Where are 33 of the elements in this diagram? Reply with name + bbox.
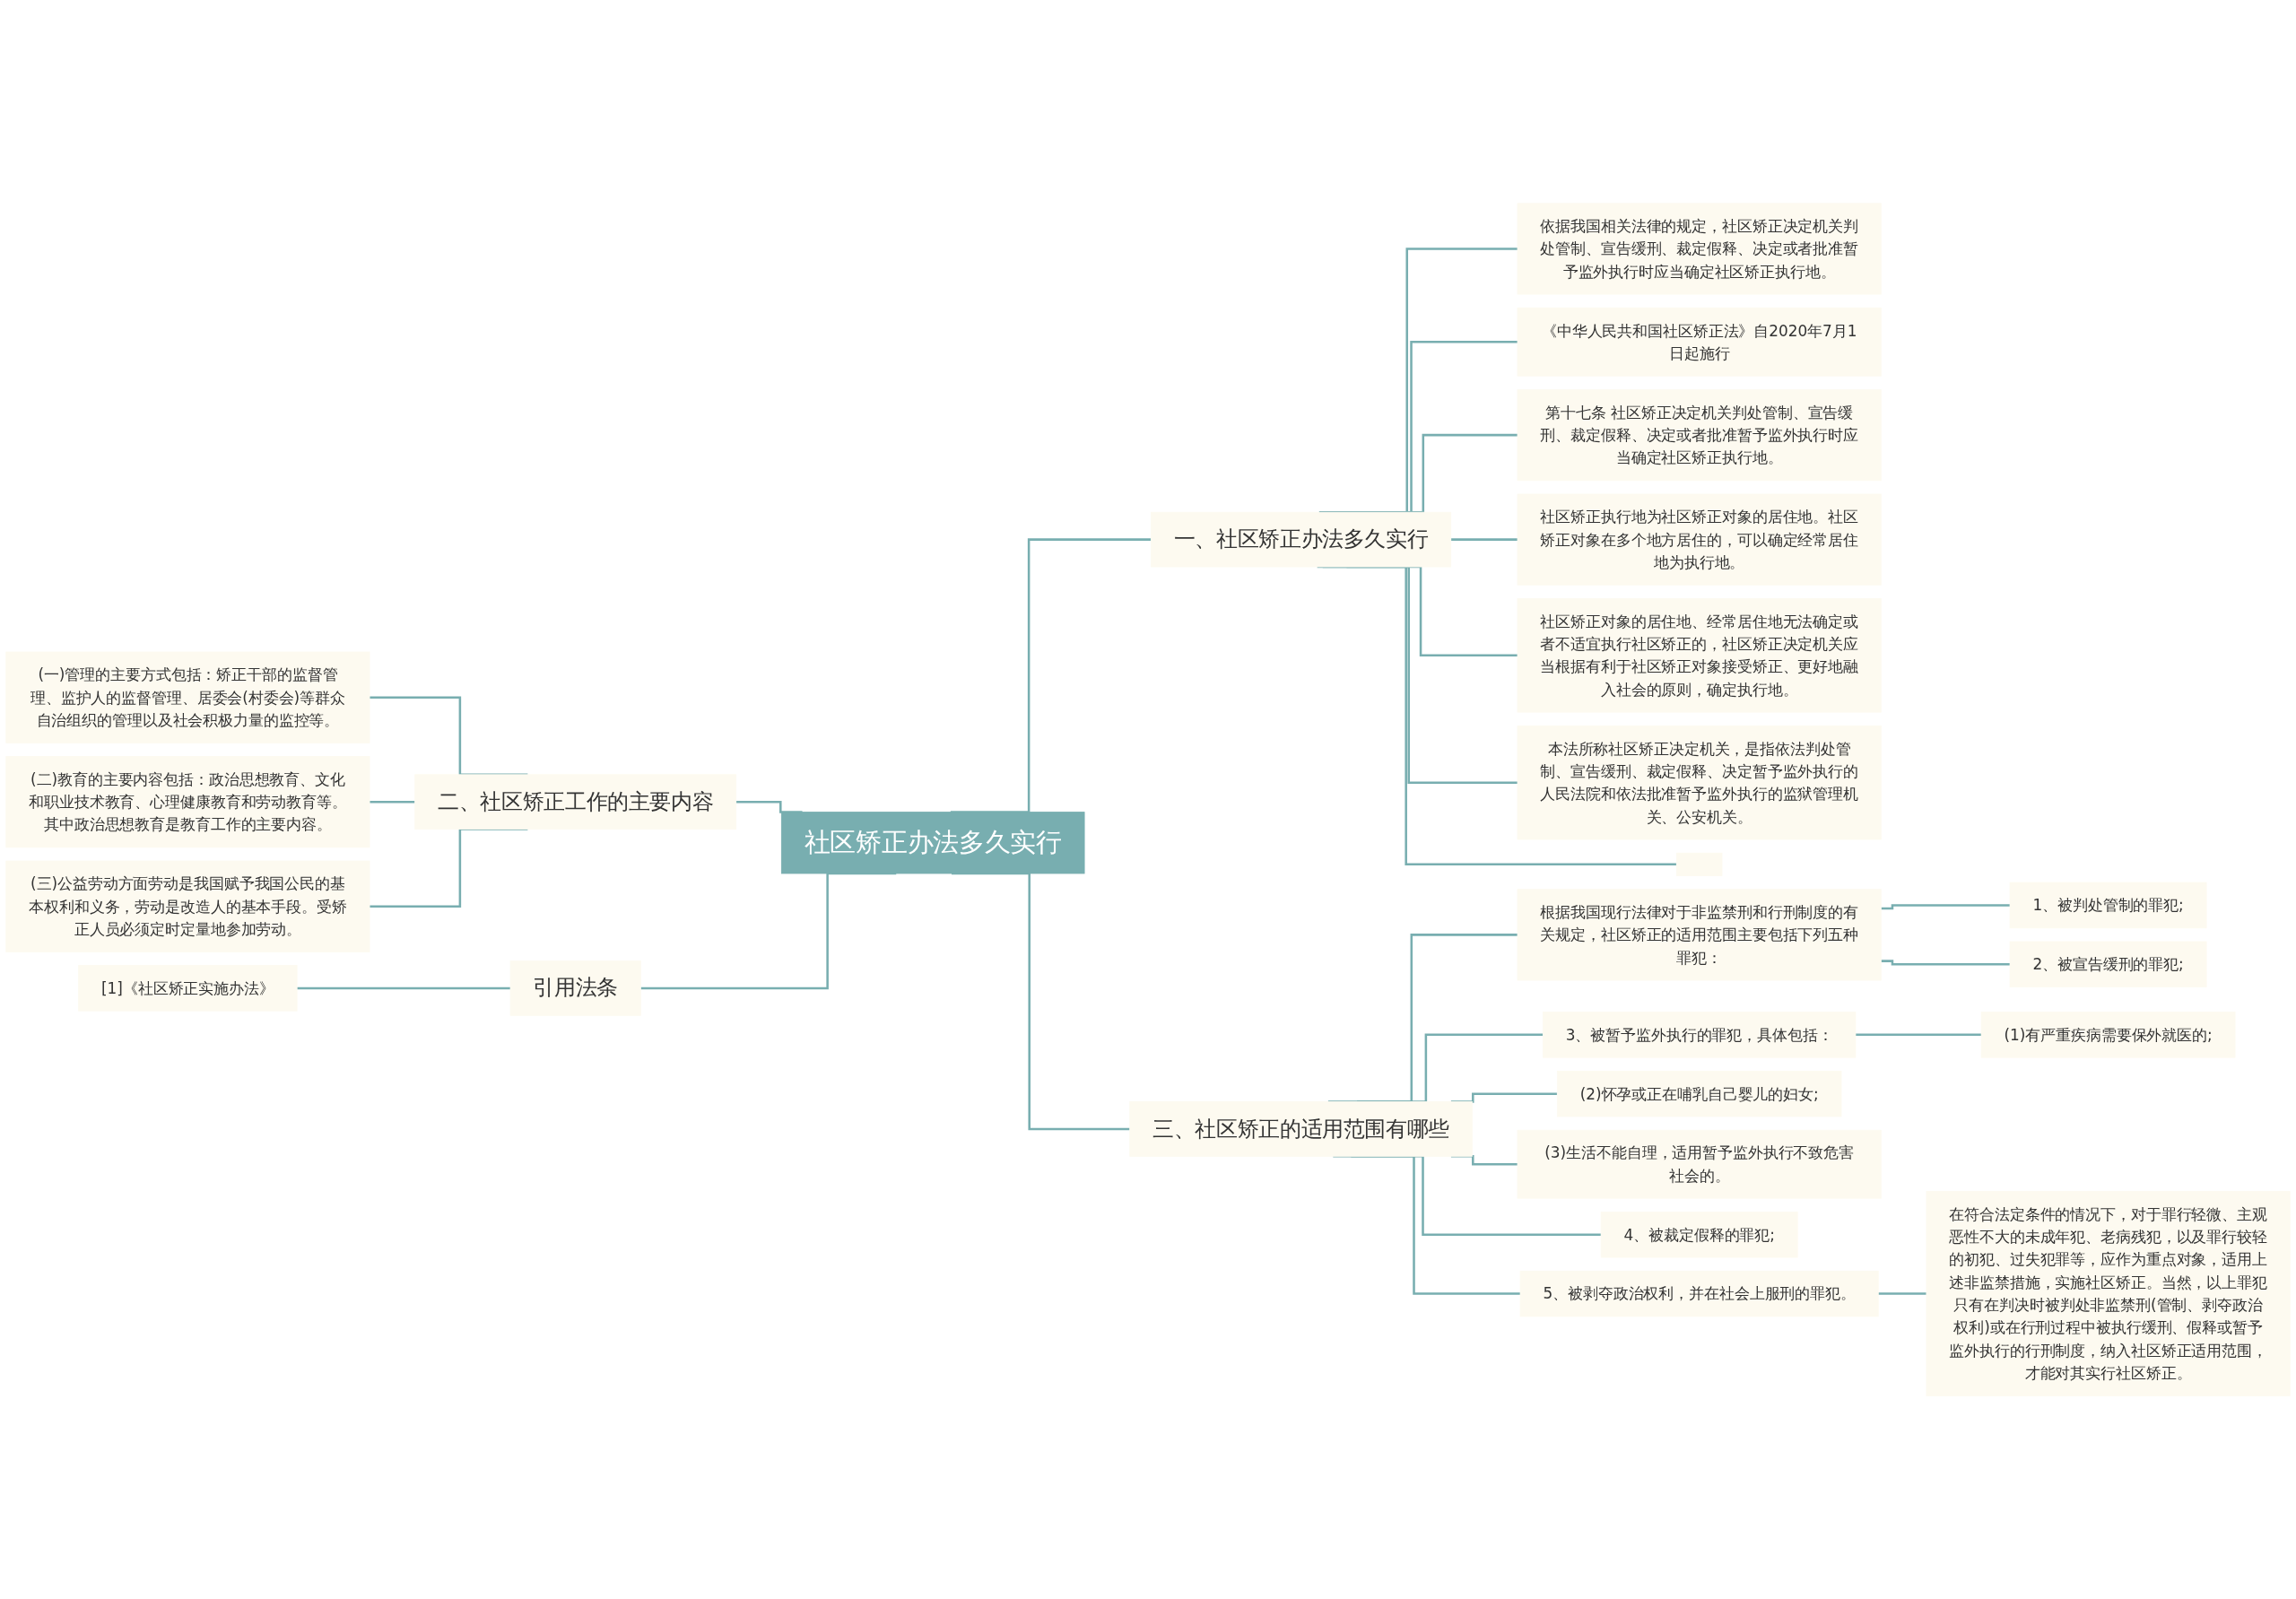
node-box [5, 651, 370, 743]
node-box [780, 812, 1085, 874]
node-box [1519, 1270, 1879, 1317]
connector [1878, 1292, 1926, 1295]
node-box [1517, 203, 1882, 295]
node-box [1150, 511, 1452, 568]
node-box [1129, 1100, 1473, 1157]
node-box [5, 755, 370, 848]
connector [297, 986, 511, 989]
node-box [1980, 1011, 2236, 1058]
node-box [2009, 882, 2207, 929]
node-box [1517, 307, 1882, 377]
node-box [78, 965, 298, 1012]
node-box [414, 774, 737, 830]
node-box [5, 860, 370, 952]
node-box [1517, 388, 1882, 482]
connector [1450, 538, 1518, 541]
node-box [1517, 1129, 1882, 1199]
node-box [1600, 1211, 1798, 1258]
connector [370, 800, 415, 804]
connector [1855, 1033, 1982, 1036]
node-box [509, 960, 641, 1016]
node-box [1517, 725, 1882, 840]
node-box [1675, 852, 1723, 876]
node-box [1517, 889, 1882, 981]
node-box [1556, 1070, 1842, 1117]
node-box [1517, 493, 1882, 586]
node-box [1543, 1011, 1857, 1058]
node-box [1926, 1191, 2291, 1396]
connector [1881, 904, 2011, 910]
connector [1881, 960, 2011, 966]
node-box [2009, 941, 2207, 987]
node-box [1517, 597, 1882, 713]
